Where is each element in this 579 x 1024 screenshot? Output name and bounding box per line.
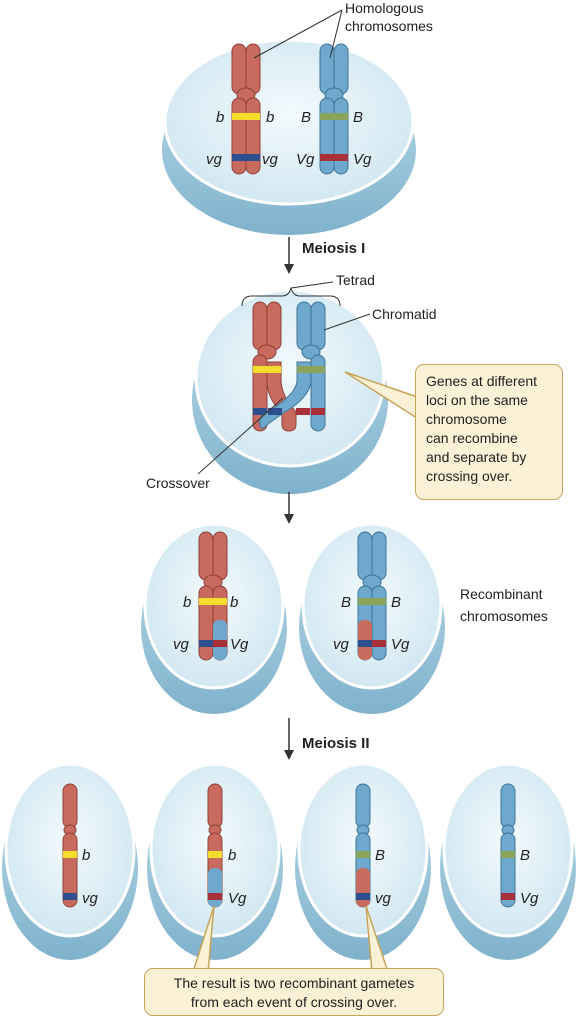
result-callout-line-1: The result is two recombinant gametes: [173, 975, 415, 991]
gene-label-Vg-gamete-4: Vg: [520, 890, 539, 907]
gene-label-B-m1-left: B: [341, 594, 351, 611]
gene-label-b-gamete-1: b: [82, 847, 90, 864]
gene-label-b-m1-left: b: [183, 594, 191, 611]
meiosis-1-label: Meiosis I: [302, 240, 365, 257]
gene-label-vg-right: vg: [262, 151, 279, 168]
gamete-chromosome-1: [62, 783, 78, 908]
gene-label-B-right: B: [353, 109, 363, 126]
genes-callout-line-6: crossing over.: [426, 468, 513, 484]
gene-label-B-m1-right: B: [391, 594, 401, 611]
arrow-meiosis-1: [284, 237, 294, 274]
gene-label-b-left: b: [216, 109, 224, 126]
chromosome-pair-red-parent: [231, 43, 261, 175]
gene-label-Vg-gamete-2: Vg: [228, 890, 247, 907]
arrow-meiosis-1-continued: [284, 492, 294, 524]
recombinant-label-line2: chromosomes: [460, 608, 548, 624]
gene-label-b-gamete-2: b: [228, 847, 236, 864]
gene-label-B-gamete-3: B: [375, 847, 385, 864]
crossover-pointer: [197, 397, 284, 475]
genes-callout-line-3: chromosome: [426, 411, 507, 427]
gene-label-B-gamete-4: B: [520, 847, 530, 864]
gene-label-vg-gamete-1: vg: [82, 890, 99, 907]
gene-label-Vg-left: Vg: [296, 151, 315, 168]
genes-callout-line-1: Genes at different: [426, 373, 538, 389]
homologous-label-line2: chromosomes: [345, 18, 433, 34]
gene-label-vg-m1-left: vg: [173, 636, 190, 653]
gene-label-Vg-m1-right: Vg: [230, 636, 249, 653]
homologous-label-line1: Homologous: [345, 0, 424, 16]
genes-callout-box: Genes at different loci on the same chro…: [415, 364, 563, 500]
gamete-chromosome-3: [355, 783, 371, 908]
genes-callout-line-5: and separate by: [426, 449, 527, 465]
gene-label-b-m1-right: b: [230, 594, 238, 611]
gene-label-vg-m1-blue: vg: [333, 636, 350, 653]
result-callout-line-2: from each event of crossing over.: [190, 994, 398, 1010]
tetrad-chromosomes: [252, 301, 326, 432]
arrow-meiosis-2: [284, 718, 294, 760]
recombinant-chromosome-right: [357, 531, 387, 661]
homologous-pointer-left: [253, 9, 343, 59]
chromatid-label: Chromatid: [372, 306, 437, 322]
cell-parent: [162, 38, 416, 235]
genes-callout-line-4: can recombine: [426, 430, 518, 446]
chromatid-pointer: [323, 313, 371, 331]
result-callout-box: The result is two recombinant gametes fr…: [144, 968, 444, 1016]
chromosome-pair-blue-parent: [319, 43, 349, 175]
gene-label-Vg-right: Vg: [353, 151, 372, 168]
gene-label-vg-gamete-3: vg: [375, 890, 392, 907]
recombinant-chromosome-left: [198, 531, 228, 661]
gene-label-vg-left: vg: [206, 151, 223, 168]
homologous-pointer-right: [329, 9, 343, 59]
tetrad-label: Tetrad: [336, 272, 375, 288]
tetrad-pointer: [290, 281, 334, 289]
gamete-chromosome-4: [500, 783, 516, 908]
recombinant-label-line1: Recombinant: [460, 586, 543, 602]
gene-label-B-left: B: [301, 109, 311, 126]
meiosis-2-label: Meiosis II: [302, 735, 370, 752]
cell-tetrad: [192, 288, 388, 494]
genes-callout-line-2: loci on the same: [426, 392, 528, 408]
gene-label-Vg-m1-blue: Vg: [391, 636, 410, 653]
crossover-label: Crossover: [146, 475, 210, 491]
gamete-chromosome-2: [207, 783, 223, 908]
gene-label-b-right: b: [266, 109, 274, 126]
